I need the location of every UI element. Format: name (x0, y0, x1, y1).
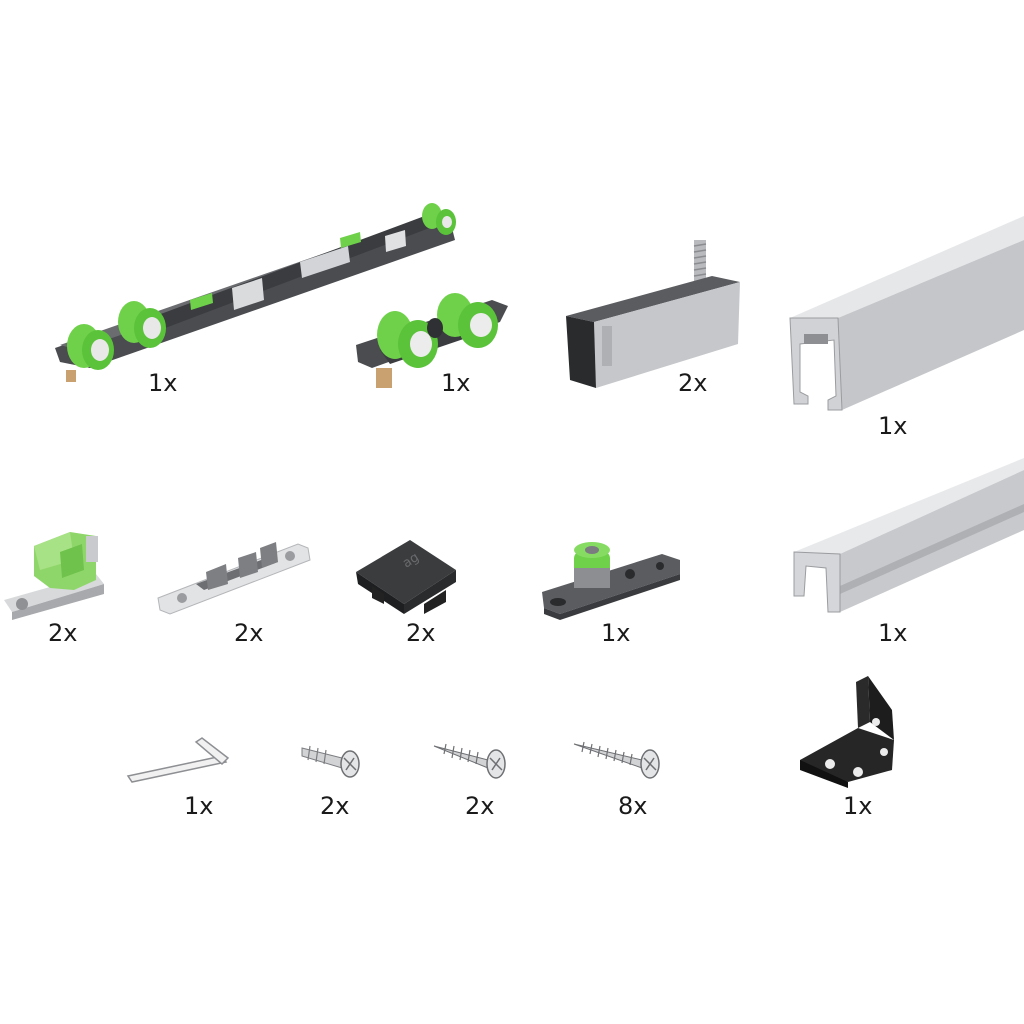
quantity-label: 8x (618, 792, 648, 820)
quantity-label: 2x (48, 619, 78, 647)
quantity-label: 2x (678, 369, 708, 397)
quantity-label: 2x (234, 619, 264, 647)
end-cap-logo: ag (400, 550, 422, 571)
quantity-label: 2x (465, 792, 495, 820)
quantity-label: 1x (601, 619, 631, 647)
quantity-label: 2x (406, 619, 436, 647)
quantity-label: 1x (878, 412, 908, 440)
quantity-label: 1x (843, 792, 873, 820)
quantity-label: 1x (878, 619, 908, 647)
quantity-label: 2x (320, 792, 350, 820)
quantity-label: 1x (184, 792, 214, 820)
quantity-label: 1x (148, 369, 178, 397)
quantity-label: 1x (441, 369, 471, 397)
